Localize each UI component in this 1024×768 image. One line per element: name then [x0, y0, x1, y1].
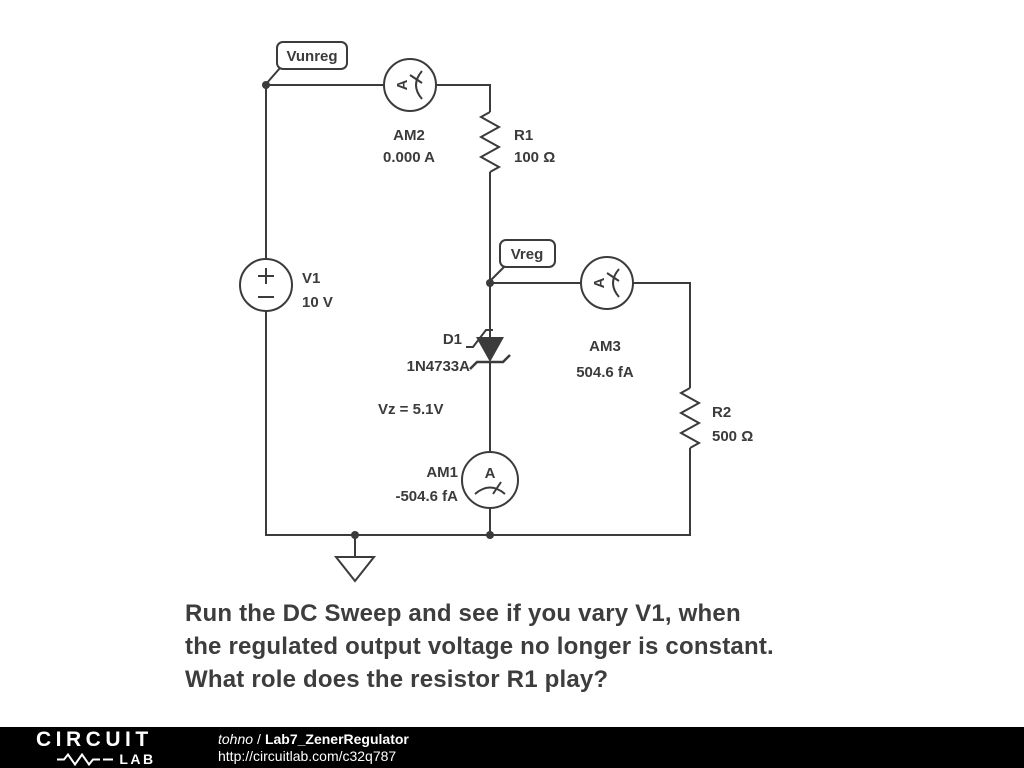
ammeter-am2: A AM2 0.000 A [383, 58, 437, 166]
wire [633, 282, 691, 388]
resistor-icon [57, 752, 114, 766]
net-label-text: Vunreg [286, 48, 337, 65]
footer-meta: tohno/Lab7_ZenerRegulator http://circuit… [218, 731, 409, 765]
meter-arc [474, 486, 506, 495]
circuitlab-logo: CIRCUIT LAB [36, 729, 176, 766]
caption-line-1: Run the DC Sweep and see if you vary V1,… [185, 600, 741, 627]
plus-icon [258, 268, 274, 284]
net-node [486, 279, 494, 287]
ammeter-am3: A AM3 504.6 fA [576, 256, 634, 381]
meter-face: A [394, 70, 423, 100]
wire [265, 311, 691, 536]
logo-text-lab: LAB [119, 751, 156, 767]
callout-box [276, 41, 348, 70]
component-name: AM1 [426, 464, 458, 481]
author-name: tohno [218, 730, 254, 747]
component-name: R2 [712, 404, 731, 421]
logo-bottom-row: LAB [36, 752, 176, 766]
ammeter-letter: A [591, 277, 608, 288]
meter-body [383, 58, 437, 112]
ammeter-letter: A [485, 465, 496, 482]
footer-bar: CIRCUIT LAB tohno/Lab7_ZenerRegulator ht… [0, 727, 1024, 768]
separator: / [257, 730, 261, 747]
meter-face: A [591, 268, 620, 298]
net-label-vunreg: Vunreg [265, 41, 348, 85]
callout-pointer [489, 266, 505, 282]
resistor-r2: R2 500 Ω [678, 387, 753, 449]
resistor-body [478, 111, 502, 173]
zener-diode-d1: D1 1N4733A Vz = 5.1V [378, 329, 511, 418]
ammeter-am1: A AM1 -504.6 fA [395, 451, 519, 509]
voltage-source-v1: V1 10 V [239, 258, 333, 312]
meter-arc [415, 70, 423, 100]
schematic-canvas: Vunreg Vreg V1 10 V A AM2 0.000 A [239, 41, 753, 583]
component-value: 500 Ω [712, 428, 753, 445]
resistor-body [678, 387, 702, 449]
callout-box [499, 239, 556, 268]
ground-symbol [333, 556, 377, 583]
component-part: 1N4733A [407, 358, 471, 375]
caption-line-2: the regulated output voltage no longer i… [185, 633, 774, 660]
net-label-vreg: Vreg [489, 239, 556, 282]
diode-triangle [476, 337, 504, 362]
component-vz: Vz = 5.1V [378, 401, 443, 418]
component-value: 0.000 A [383, 149, 435, 166]
component-name: D1 [443, 331, 462, 348]
caption: Run the DC Sweep and see if you vary V1,… [185, 597, 774, 696]
circuit-title: Lab7_ZenerRegulator [264, 730, 409, 747]
component-name: AM2 [393, 127, 425, 144]
component-value: 100 Ω [514, 149, 555, 166]
circuit-url: http://circuitlab.com/c32q787 [218, 747, 397, 764]
junction-nodes [262, 81, 494, 539]
wire [436, 84, 491, 112]
caption-line-3: What role does the resistor R1 play? [185, 666, 609, 693]
callout-pointer [265, 67, 281, 85]
net-node [486, 531, 494, 539]
ground-triangle [333, 556, 377, 583]
zener-glyph [466, 329, 493, 348]
zener-cathode-bar [469, 354, 511, 370]
meter-needle [606, 272, 620, 282]
meter-body [580, 256, 634, 310]
component-value: 10 V [302, 294, 333, 311]
component-name: V1 [302, 270, 320, 287]
net-node [351, 531, 359, 539]
resistor-r1: R1 100 Ω [478, 111, 555, 173]
component-value: 504.6 fA [576, 364, 634, 381]
ammeter-letter: A [394, 79, 411, 90]
source-body [239, 258, 293, 312]
footer-title-line: tohno/Lab7_ZenerRegulator [218, 731, 409, 748]
meter-needle [492, 481, 502, 495]
component-name: AM3 [589, 338, 621, 355]
net-label-text: Vreg [511, 246, 544, 263]
component-value: -504.6 fA [395, 488, 458, 505]
component-name: R1 [514, 127, 533, 144]
meter-arc [612, 268, 620, 298]
logo-text-circuit: CIRCUIT [36, 728, 153, 751]
meter-needle [409, 74, 423, 84]
